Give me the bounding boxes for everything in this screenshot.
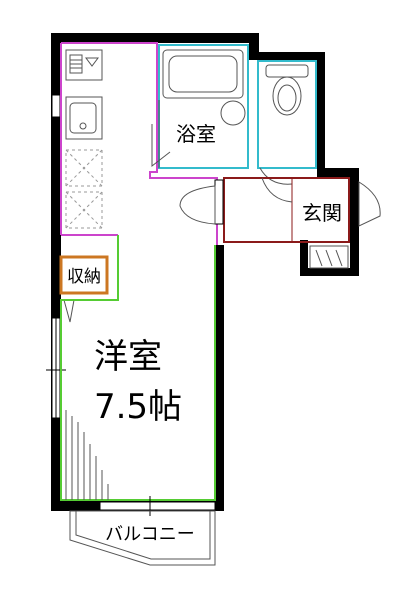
western-room: 洋室 7.5帖: [60, 235, 216, 516]
wall-left: [51, 33, 61, 510]
kitchen-outline: [61, 42, 218, 245]
bathtub-icon: [162, 49, 244, 99]
counter-cabinets: [65, 149, 103, 229]
wall-step: [249, 33, 259, 60]
entrance-door-swing-right: [358, 181, 381, 227]
wall-top-right: [249, 52, 325, 60]
wall-right-toilet: [317, 52, 325, 176]
entrance-outline: [223, 177, 350, 243]
wash-basin-icon: [220, 100, 246, 126]
toilet-icon: [265, 64, 309, 116]
storage-outline: [59, 255, 109, 295]
wall-right-entrance: [350, 168, 359, 276]
room-name: 洋室: [94, 337, 162, 377]
sink-icon: [65, 96, 103, 140]
wall-top-left: [51, 33, 259, 43]
entrance-door-swing-left: [179, 185, 216, 225]
sliding-door-lines: [65, 410, 109, 500]
room-size: 7.5帖: [94, 387, 182, 427]
toilet-room: [257, 60, 317, 185]
bath-outline: [158, 44, 249, 169]
shoe-box: [309, 245, 349, 269]
wall-right-room: [215, 245, 224, 511]
bath-label: 浴室: [176, 122, 216, 146]
storage-label: 収納: [67, 267, 101, 287]
balcony-label: バルコニー: [105, 524, 195, 545]
kitchen-area: [60, 42, 218, 245]
balcony: バルコニー: [69, 510, 216, 566]
bathroom: 浴室: [151, 44, 249, 169]
stove-icon: [65, 49, 103, 81]
room-outline: [60, 235, 216, 501]
entrance-label: 玄関: [302, 201, 342, 225]
toilet-outline: [257, 60, 317, 169]
entrance-hall: 玄関: [179, 177, 381, 269]
wall-bottom-entrance: [300, 268, 359, 276]
wall-right-upper: [317, 168, 359, 177]
wall-entrance-left: [300, 240, 308, 276]
storage: 収納: [59, 255, 109, 323]
